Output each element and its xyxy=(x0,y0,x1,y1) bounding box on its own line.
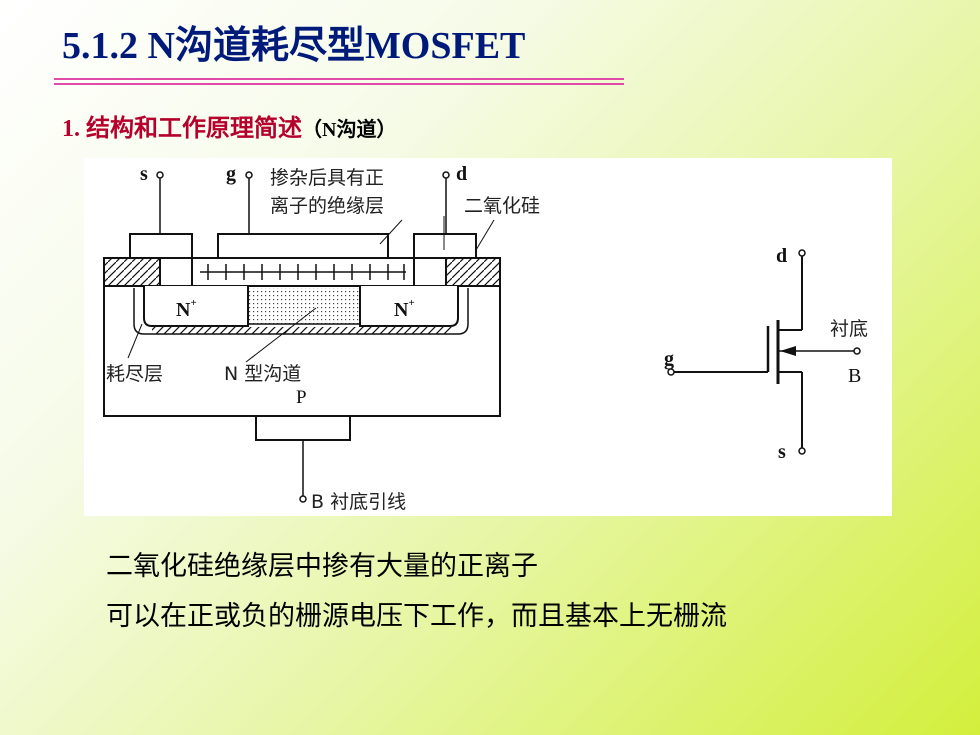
depletion-hatch xyxy=(152,327,452,334)
n-plus-right xyxy=(359,286,459,327)
leader-oxide xyxy=(475,219,495,251)
title-underline xyxy=(54,78,624,85)
oxide-left xyxy=(103,257,161,287)
mosfet-figure: s g d 掺杂后具有正 离子的绝缘层 二氧化硅 N+ N+ 耗尽层 N 型沟道… xyxy=(84,158,892,516)
leader-depletion xyxy=(127,323,143,359)
label-ions-line1: 掺杂后具有正 xyxy=(270,167,384,189)
label-n-right: N+ xyxy=(394,297,415,321)
label-depletion: 耗尽层 xyxy=(106,363,163,385)
section-heading: 1. 结构和工作原理简述（N沟道） xyxy=(62,108,396,143)
label-n-left-letter: N xyxy=(176,299,191,321)
symbol-label-s: s xyxy=(778,441,786,463)
gate-terminal xyxy=(245,171,253,179)
label-g: g xyxy=(226,163,236,185)
source-metal xyxy=(129,233,193,259)
oxide-right xyxy=(445,257,501,287)
drain-metal xyxy=(413,233,477,259)
source-terminal xyxy=(156,171,164,179)
body-line-1: 二氧化硅绝缘层中掺有大量的正离子 xyxy=(106,551,538,582)
positive-ions xyxy=(207,264,405,280)
cross-section xyxy=(103,171,501,503)
label-oxide: 二氧化硅 xyxy=(464,195,540,217)
symbol-label-substrate: 衬底 xyxy=(830,318,868,340)
title-underline-top xyxy=(54,78,624,80)
symbol-source-terminal xyxy=(798,447,806,455)
leader-channel xyxy=(245,307,317,363)
substrate-lead-terminal xyxy=(299,495,307,503)
n-channel xyxy=(248,288,360,324)
label-channel: N 型沟道 xyxy=(224,363,301,385)
n-plus-left xyxy=(143,286,249,327)
mosfet-diagram: s g d 掺杂后具有正 离子的绝缘层 二氧化硅 N+ N+ 耗尽层 N 型沟道… xyxy=(103,163,868,513)
title-underline-bottom xyxy=(54,83,624,85)
symbol-substrate-arrow xyxy=(780,346,796,356)
symbol-label-g: g xyxy=(664,348,674,370)
label-d: d xyxy=(456,163,467,185)
section-heading-text: 1. 结构和工作原理简述 xyxy=(62,116,302,142)
label-n-left-sup: + xyxy=(190,297,196,309)
leader-ions xyxy=(379,219,403,245)
label-substrate-lead: B 衬底引线 xyxy=(311,491,406,513)
substrate-contact xyxy=(255,416,351,441)
gate-metal xyxy=(217,233,389,259)
symbol-substrate-terminal xyxy=(853,347,861,355)
symbol-drain-terminal xyxy=(798,249,806,257)
section-heading-paren: （N沟道） xyxy=(302,119,397,141)
label-n-right-letter: N xyxy=(394,299,409,321)
symbol-gate-terminal xyxy=(667,368,675,376)
drain-terminal xyxy=(442,171,450,179)
slide-title: 5.1.2 N沟道耗尽型MOSFET xyxy=(62,25,526,67)
symbol-label-b: B xyxy=(848,365,861,387)
symbol-label-d: d xyxy=(776,245,787,267)
body-line-2: 可以在正或负的栅源电压下工作，而且基本上无栅流 xyxy=(106,601,727,632)
mosfet-symbol xyxy=(667,249,861,455)
label-s: s xyxy=(140,163,148,185)
label-n-left: N+ xyxy=(176,297,197,321)
label-n-right-sup: + xyxy=(408,297,414,309)
label-p: P xyxy=(296,387,307,408)
label-ions-line2: 离子的绝缘层 xyxy=(270,195,384,217)
